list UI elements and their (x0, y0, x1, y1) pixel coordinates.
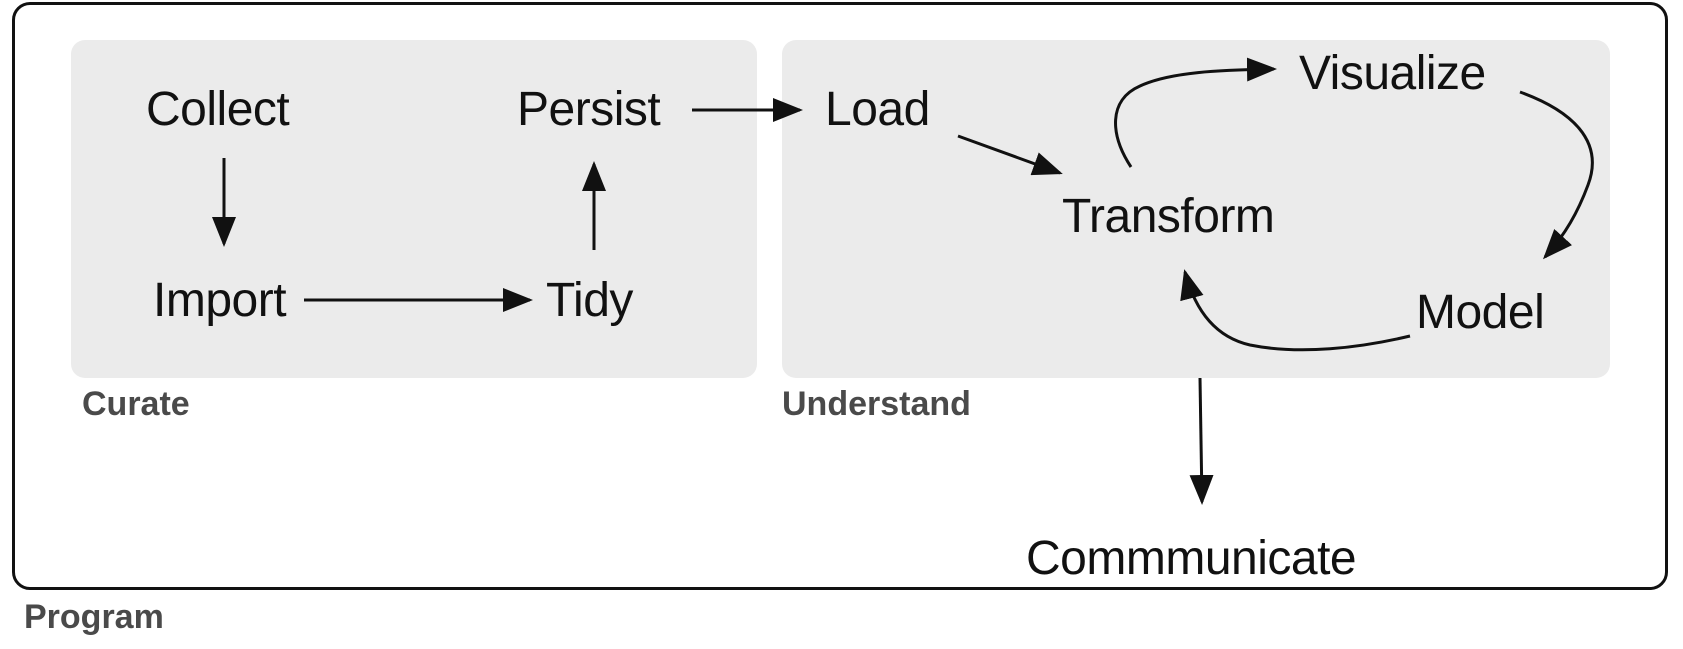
node-visualize: Visualize (1299, 47, 1486, 100)
understand-panel (782, 40, 1610, 378)
edge-load-transform (957, 134, 1063, 176)
edge-transform-visualize (1114, 57, 1277, 168)
group-label-program: Program (24, 598, 164, 636)
node-model: Model (1416, 286, 1545, 339)
edge-model-transform (1180, 269, 1411, 352)
node-collect: Collect (146, 83, 290, 136)
node-load: Load (825, 83, 930, 136)
edge-transform-communicate (1189, 377, 1214, 505)
node-import: Import (153, 274, 287, 327)
curate-panel (71, 40, 757, 378)
group-label-understand: Understand (782, 385, 971, 423)
group-label-curate: Curate (82, 385, 190, 423)
node-tidy: Tidy (546, 274, 633, 327)
node-persist: Persist (517, 83, 661, 136)
node-transform: Transform (1062, 190, 1275, 243)
node-communicate: Commmunicate (1026, 532, 1357, 585)
edge-visualize-model (1519, 90, 1594, 260)
